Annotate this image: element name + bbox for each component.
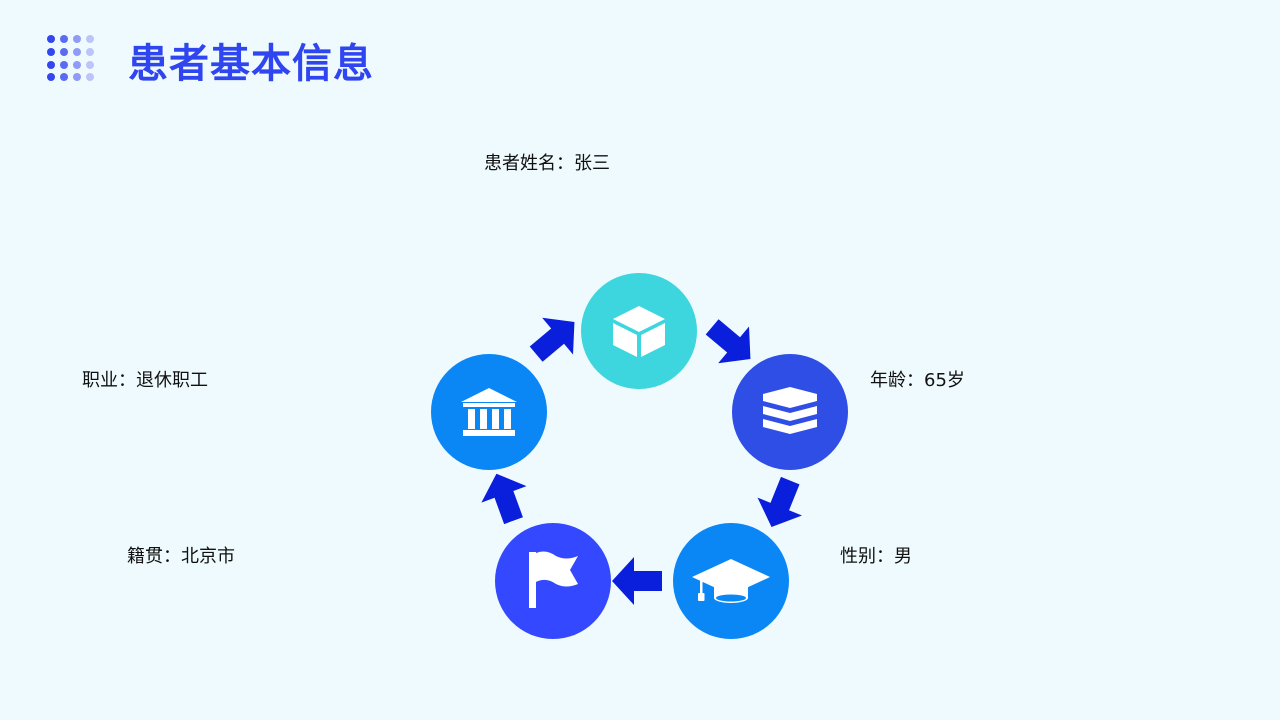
dot-grid-decoration <box>47 35 94 81</box>
node-bank <box>431 354 547 470</box>
arrow-icon <box>749 471 813 536</box>
label-hometown: 籍贯：北京市 <box>127 546 235 567</box>
node-flag <box>495 523 611 639</box>
arrow-icon <box>520 303 590 373</box>
node-layers <box>732 354 848 470</box>
page-title: 患者基本信息 <box>128 41 374 87</box>
cube-icon <box>613 306 665 357</box>
arrow-icon <box>612 557 662 605</box>
node-graduation <box>673 523 789 639</box>
label-patient-name: 患者姓名：张三 <box>484 153 610 174</box>
layers-icon <box>763 387 817 434</box>
label-gender: 性别：男 <box>840 546 912 567</box>
arrow-icon <box>473 465 537 529</box>
graduation-cap-icon <box>692 559 770 603</box>
node-cube <box>581 273 697 389</box>
bank-icon <box>461 388 517 436</box>
label-age: 年龄：65岁 <box>870 370 965 391</box>
flag-icon <box>529 551 578 608</box>
label-occupation: 职业：退休职工 <box>82 370 208 391</box>
